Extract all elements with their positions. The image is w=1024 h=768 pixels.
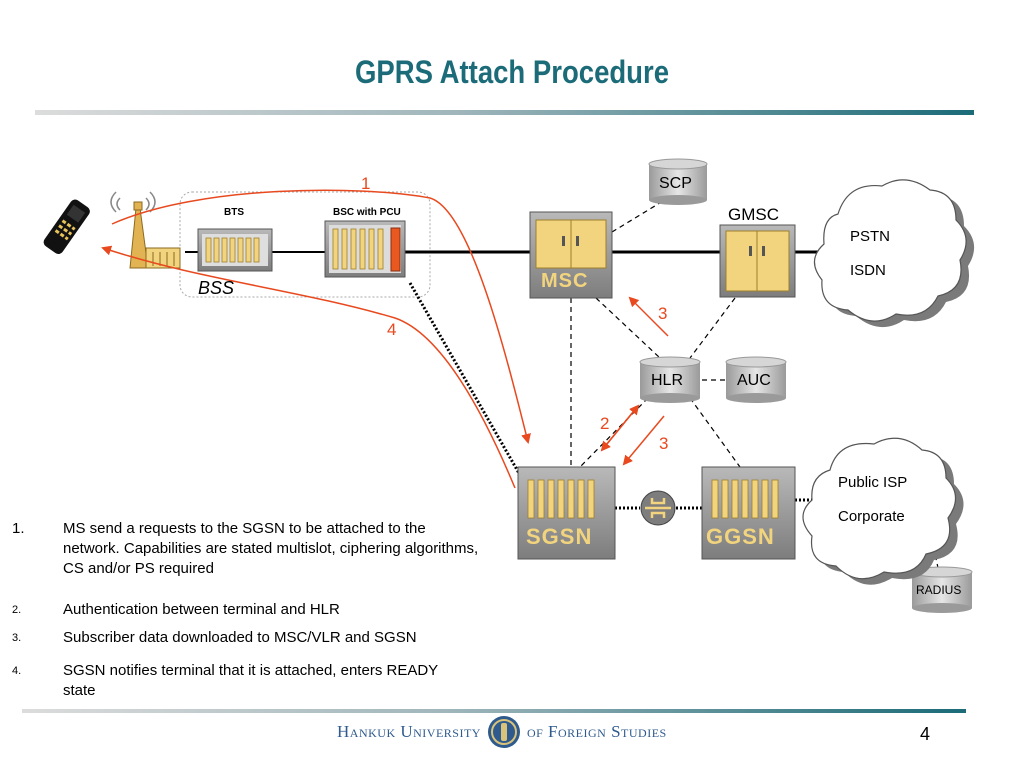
antenna-tower-icon <box>110 191 181 269</box>
pstn-label: PSTN <box>850 228 891 245</box>
step-text: Subscriber data downloaded to MSC/VLR an… <box>63 629 417 646</box>
university-name-left: Hankuk University <box>337 722 481 741</box>
step-number: 4. <box>12 665 22 677</box>
step-text: MS send a requests to the SGSN to be att… <box>63 520 479 577</box>
university-logo: Hankuk University of Foreign Studies <box>337 715 667 749</box>
signal-arrow-2-down <box>600 405 639 452</box>
bss-boundary <box>179 191 431 298</box>
msc-label: MSC <box>541 270 589 292</box>
slide-title: GPRS Attach Procedure <box>354 54 670 90</box>
hlr-label: HLR <box>651 372 684 389</box>
title-divider <box>35 110 974 115</box>
link-isp-radius <box>927 519 939 569</box>
bsc-label: BSC with PCU <box>333 207 401 218</box>
signal-arrow-3-msc <box>628 296 669 337</box>
signal-arrow-1 <box>111 189 531 444</box>
bsc-pcu-node <box>324 220 406 278</box>
link-bsc-sgsn <box>408 282 522 476</box>
auc-label: AUC <box>737 372 771 389</box>
radius-label: RADIUS <box>916 583 962 597</box>
msc-node <box>529 211 613 299</box>
page-number: 4 <box>920 724 931 744</box>
corporate-label: Corporate <box>838 508 905 525</box>
footer-divider <box>22 709 966 713</box>
mobile-phone-icon <box>43 199 90 255</box>
signal-arrow-3-sgsn <box>622 415 665 466</box>
step-marker-1: 1 <box>361 174 371 193</box>
pstn-cloud-icon <box>813 179 975 328</box>
ggsn-label: GGSN <box>706 524 775 549</box>
border-gateway-icon <box>640 490 676 526</box>
scp-database-icon <box>648 158 708 205</box>
step-marker-4: 4 <box>387 320 397 339</box>
step-marker-3a: 3 <box>658 304 668 323</box>
gmsc-node <box>719 224 796 298</box>
auc-database-icon <box>725 356 787 403</box>
sgsn-label: SGSN <box>526 524 593 549</box>
step-number: 2. <box>12 604 22 616</box>
step-text: Authentication between terminal and HLR <box>63 601 340 618</box>
bss-label: BSS <box>198 278 235 298</box>
ggsn-node <box>701 466 796 560</box>
scp-label: SCP <box>659 175 692 192</box>
link-msc-hlr <box>595 297 661 359</box>
public-isp-label: Public ISP <box>838 474 908 491</box>
sgsn-node <box>517 466 616 560</box>
link-hlr-ggsn <box>689 397 741 468</box>
bts-label: BTS <box>224 207 244 218</box>
isdn-label: ISDN <box>850 262 886 279</box>
step-marker-3b: 3 <box>659 434 669 453</box>
link-hlr-sgsn <box>579 397 649 468</box>
step-marker-2: 2 <box>600 414 610 433</box>
step-number: 1. <box>12 520 25 537</box>
university-emblem-icon <box>487 716 520 748</box>
link-gmsc-hlr <box>689 297 736 359</box>
university-name-right: of Foreign Studies <box>526 722 667 741</box>
step-text: SGSN notifies terminal that it is attach… <box>63 662 438 699</box>
gmsc-label: GMSC <box>728 205 779 224</box>
hlr-database-icon <box>639 356 701 403</box>
public-isp-cloud-icon <box>802 437 964 585</box>
signal-arrow-4 <box>101 245 516 489</box>
step-number: 3. <box>12 632 22 644</box>
bts-node <box>197 228 273 272</box>
